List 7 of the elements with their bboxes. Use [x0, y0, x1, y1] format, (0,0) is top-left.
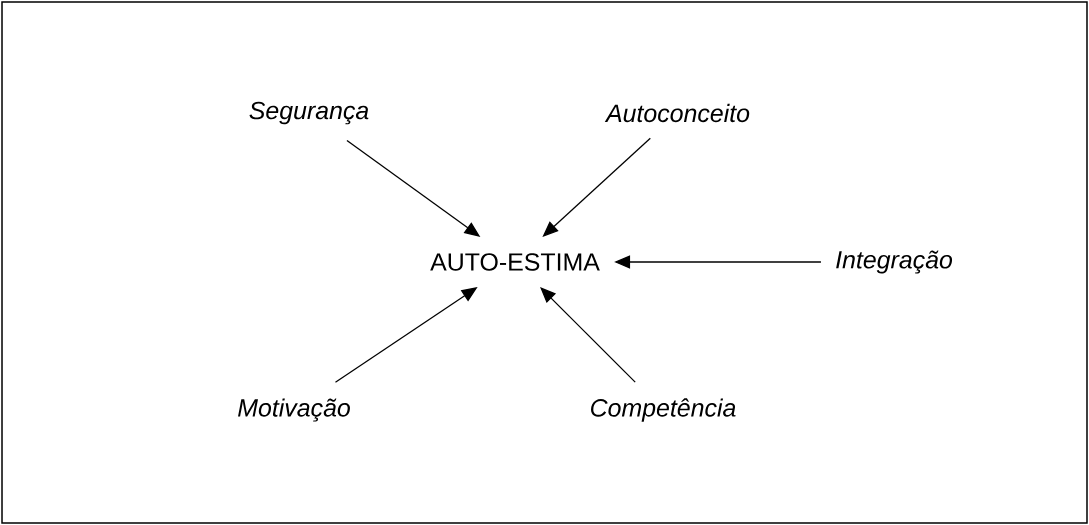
factor-label: Motivação	[238, 398, 350, 422]
factor-label: Autoconceito	[604, 103, 750, 123]
factor-label: Competência	[591, 398, 736, 422]
arrow	[540, 287, 636, 383]
factor-label: Segurança	[249, 101, 369, 125]
central-label: AUTO-ESTIMA	[430, 253, 600, 271]
factor-label: Integração	[836, 250, 953, 274]
